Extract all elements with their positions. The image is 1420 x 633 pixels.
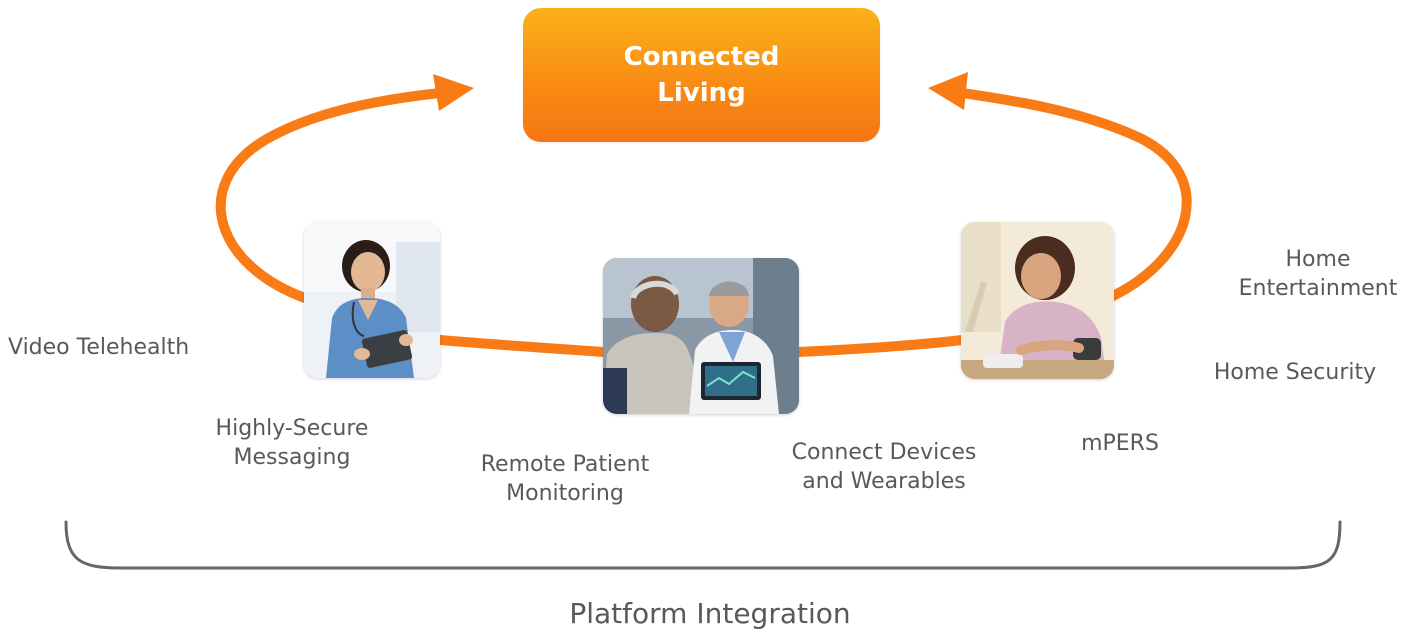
mpers-label: mPERS <box>1081 431 1159 456</box>
doctor-and-patient-photo <box>603 258 799 414</box>
platform-integration-label: Platform Integration <box>569 597 851 630</box>
middle-right-connector <box>793 335 967 357</box>
home-entertainment-line-2: Entertainment <box>1238 276 1398 301</box>
connected-living-title: Connected Living <box>624 39 780 111</box>
remote-monitoring-label: Remote Patient Monitoring <box>455 450 675 508</box>
nurse-with-tablet-photo <box>304 222 440 378</box>
left-middle-connector <box>435 335 609 357</box>
title-line-1: Connected <box>623 42 780 72</box>
connect-devices-line-1: Connect Devices <box>791 440 977 465</box>
left-loop-arc <box>215 88 445 303</box>
left-arrow-head <box>433 74 474 111</box>
home-entertainment-label: Home Entertainment <box>1223 245 1413 303</box>
right-arrow-head <box>928 72 968 110</box>
connect-devices-line-2: and Wearables <box>802 469 966 494</box>
remote-monitoring-line-1: Remote Patient <box>480 452 650 477</box>
secure-messaging-label: Highly-Secure Messaging <box>200 414 384 472</box>
home-entertainment-line-1: Home <box>1285 247 1351 272</box>
platform-brace <box>64 520 1342 570</box>
secure-messaging-line-1: Highly-Secure <box>215 416 369 441</box>
title-line-2: Living <box>657 78 746 108</box>
secure-messaging-line-2: Messaging <box>233 445 351 470</box>
home-security-label: Home Security <box>1213 360 1377 385</box>
video-telehealth-label: Video Telehealth <box>8 335 190 360</box>
right-loop-arc <box>957 88 1192 301</box>
woman-blood-pressure-photo <box>961 222 1114 379</box>
connected-living-box: Connected Living <box>523 8 880 142</box>
remote-monitoring-line-2: Monitoring <box>506 481 624 506</box>
connect-devices-label: Connect Devices and Wearables <box>768 438 1000 496</box>
